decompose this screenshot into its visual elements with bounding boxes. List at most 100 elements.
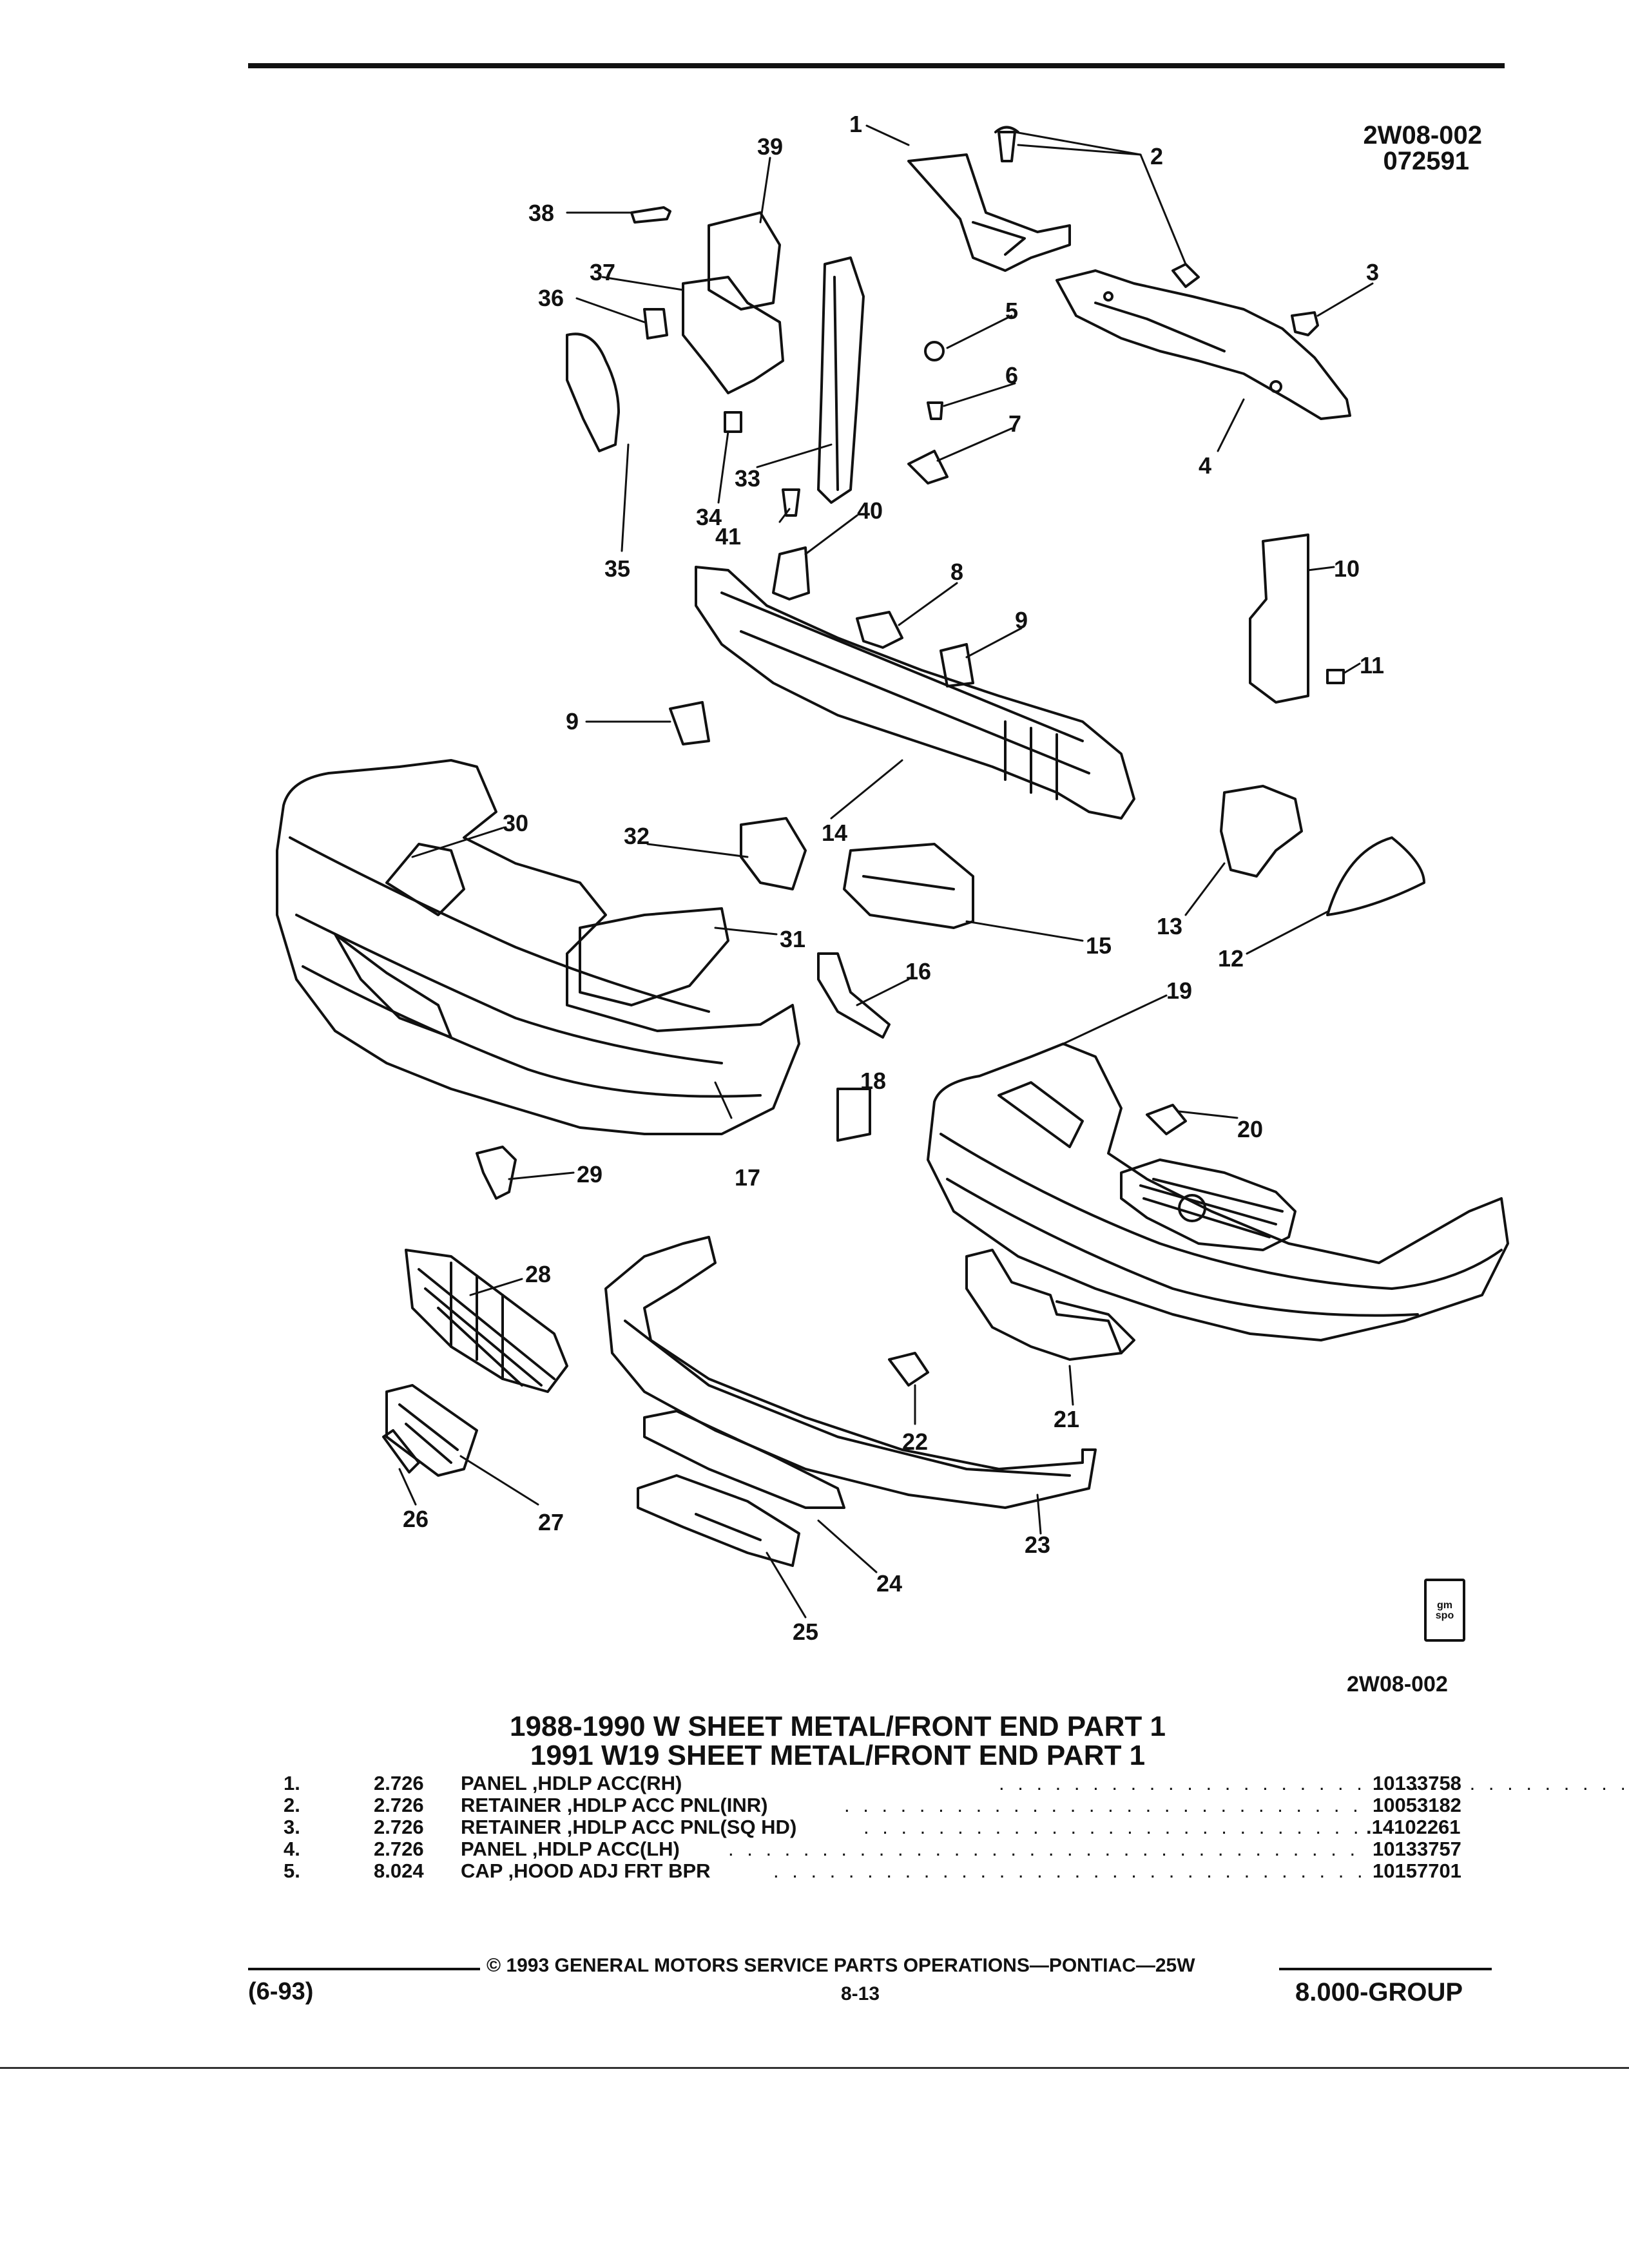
part-18-bracket [836, 1088, 871, 1142]
callout-20: 20 [1237, 1116, 1263, 1142]
part-num: 3. [284, 1816, 300, 1838]
callout-37: 37 [590, 259, 615, 285]
callout-36: 36 [538, 285, 564, 311]
part-num: 2. [284, 1794, 300, 1816]
part-1-panel-rh [907, 153, 1071, 272]
part-32-lamp [740, 817, 807, 890]
callout-26: 26 [403, 1506, 429, 1532]
callout-2: 2 [1150, 143, 1163, 169]
callout-24: 24 [876, 1570, 902, 1597]
part-name: PANEL ,HDLP ACC(LH) [461, 1838, 680, 1860]
part-group: 2.726 [374, 1838, 424, 1860]
callout-21: 21 [1054, 1406, 1079, 1432]
callout-10: 10 [1334, 555, 1360, 582]
part-7-clip [907, 450, 949, 485]
callout-35: 35 [604, 555, 630, 582]
callout-9b: 9 [566, 708, 579, 735]
callout-17: 17 [735, 1164, 760, 1191]
part-17-fascia [276, 759, 800, 1135]
part-34-clip [724, 411, 742, 433]
footer-group: 8.000-GROUP [1295, 1978, 1463, 2006]
callout-18: 18 [860, 1068, 886, 1094]
part-25-license-bracket [637, 1474, 800, 1567]
part-12-lens [1326, 836, 1425, 916]
part-number: .14102261 [1366, 1816, 1461, 1838]
callout-14: 14 [822, 820, 847, 846]
callout-22: 22 [902, 1428, 928, 1455]
callout-41: 41 [715, 523, 741, 550]
part-40-bracket [772, 546, 810, 601]
callout-34: 34 [696, 504, 722, 530]
callout-40: 40 [857, 497, 883, 524]
callout-4: 4 [1199, 452, 1211, 479]
part-group: 2.726 [374, 1816, 424, 1838]
part-4-panel-lh [1055, 269, 1351, 420]
doc-date: 072591 [1383, 147, 1469, 175]
part-num: 5. [284, 1860, 300, 1882]
part-row: 3. 2.726 RETAINER ,HDLP ACC PNL(SQ HD) .… [284, 1816, 1495, 1839]
footer-rule-left [248, 1968, 480, 1970]
gm-spo-logo-text: gm spo [1435, 1600, 1454, 1621]
part-group: 2.726 [374, 1794, 424, 1816]
callout-9: 9 [1015, 607, 1028, 633]
part-3-retainer [1291, 311, 1319, 336]
callout-6: 6 [1005, 362, 1018, 389]
callout-16: 16 [905, 958, 931, 985]
callout-27: 27 [538, 1509, 564, 1535]
dot-leader: . . . . . . . . . . . . . . . . . . . . … [999, 1772, 1624, 1794]
part-13-bracket [1220, 785, 1303, 878]
part-15-lamp [843, 843, 974, 929]
dot-leader: . . . . . . . . . . . . . . . . . . . . … [863, 1816, 1360, 1838]
header-rule [248, 63, 1505, 68]
dot-leader: . . . . . . . . . . . . . . . . . . . . … [844, 1794, 1366, 1816]
part-33-support [817, 256, 865, 504]
footer-rule-right [1279, 1968, 1492, 1970]
section-title-2: 1991 W19 SHEET METAL/FRONT END PART 1 [530, 1740, 1146, 1771]
part-37-bracket [682, 276, 784, 394]
part-number: 10053182 [1373, 1794, 1461, 1816]
dot-leader: . . . . . . . . . . . . . . . . . . . . … [773, 1860, 1366, 1882]
callout-19: 19 [1166, 977, 1192, 1004]
part-19-fascia [927, 1043, 1509, 1341]
part-26-strip [382, 1429, 420, 1474]
part-name: PANEL ,HDLP ACC(RH) [461, 1772, 682, 1794]
part-9-bracket [940, 643, 974, 687]
footer-date-code: (6-93) [248, 1978, 314, 2005]
doc-id: 2W08-002 [1363, 121, 1482, 149]
callout-31: 31 [780, 926, 805, 952]
part-29-bracket [476, 1146, 517, 1200]
callout-39: 39 [757, 133, 783, 160]
callout-7: 7 [1008, 410, 1021, 437]
callout-13: 13 [1157, 913, 1182, 939]
part-2-retainer [998, 131, 1016, 162]
part-23-valance [604, 1236, 1097, 1509]
part-35-harness [566, 332, 620, 452]
part-row: 4. 2.726 PANEL ,HDLP ACC(LH) . . . . . .… [284, 1838, 1495, 1861]
footer-page-number: 8-13 [841, 1983, 880, 2004]
callout-23: 23 [1025, 1532, 1050, 1558]
part-num: 4. [284, 1838, 300, 1860]
part-39-bracket [708, 211, 781, 311]
part-row: 2. 2.726 RETAINER ,HDLP ACC PNL(INR) . .… [284, 1794, 1495, 1817]
part-10-bracket [1249, 533, 1309, 704]
footer-copyright: © 1993 GENERAL MOTORS SERVICE PARTS OPER… [487, 1955, 1195, 1976]
part-number: 10157701 [1373, 1860, 1461, 1882]
bottom-scan-line [0, 2067, 1629, 2069]
part-6-screw [927, 401, 943, 420]
part-36-clip [643, 308, 668, 340]
callout-8: 8 [950, 559, 963, 585]
part-group: 8.024 [374, 1860, 424, 1882]
part-num: 1. [284, 1772, 300, 1794]
part-24-bracket [643, 1410, 845, 1509]
part-14-impact-bar [695, 566, 1135, 820]
callout-38: 38 [528, 200, 554, 226]
part-number: 10133758 [1373, 1772, 1461, 1794]
gm-spo-logo: gm spo [1424, 1579, 1465, 1642]
part-name: RETAINER ,HDLP ACC PNL(SQ HD) [461, 1816, 797, 1838]
part-21-guard [965, 1249, 1123, 1361]
part-name: RETAINER ,HDLP ACC PNL(INR) [461, 1794, 768, 1816]
part-16-bracket [817, 952, 891, 1039]
part-5-cap [924, 341, 945, 361]
part-name: CAP ,HOOD ADJ FRT BPR [461, 1860, 711, 1882]
section-title-1: 1988-1990 W SHEET METAL/FRONT END PART 1 [510, 1711, 1166, 1742]
